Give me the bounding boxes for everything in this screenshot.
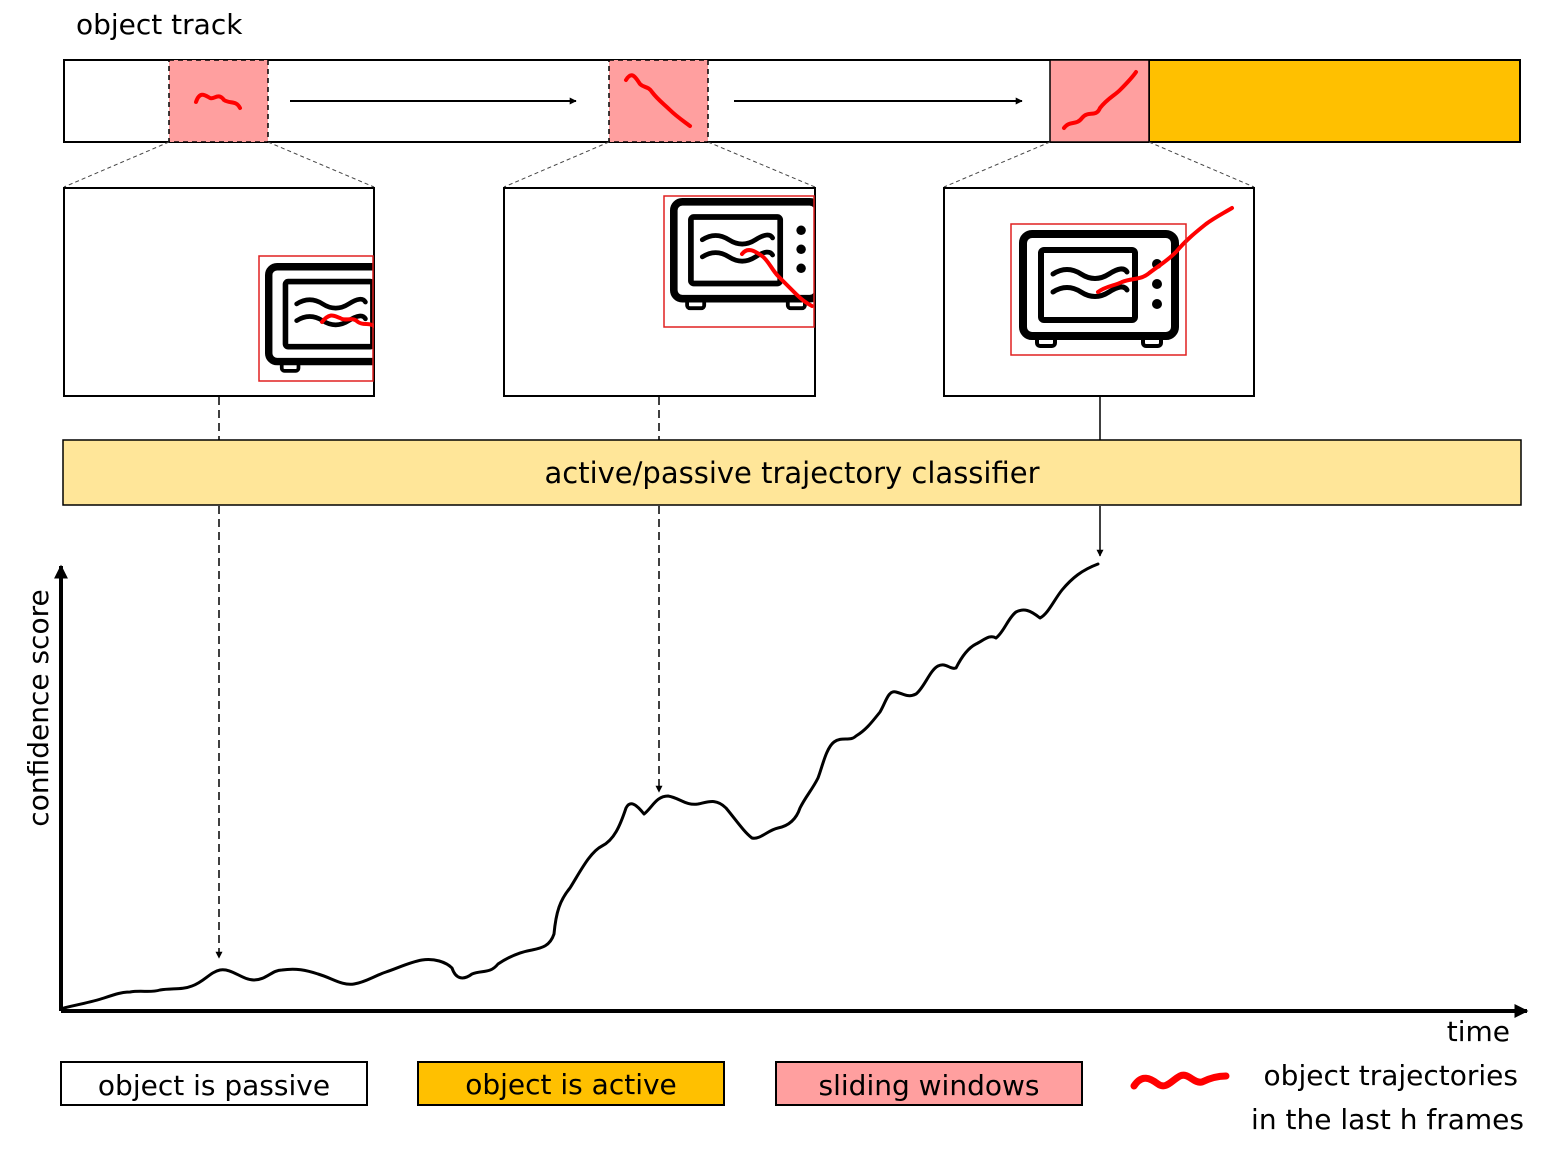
classifier-label: active/passive trajectory classifier — [545, 456, 1040, 490]
frame-3 — [943, 187, 1255, 397]
frame-2 — [503, 187, 816, 397]
trajectory-legend-icon — [1130, 1071, 1230, 1090]
legend-windows-label: sliding windows — [819, 1069, 1040, 1102]
frame-3-trajectory — [1096, 206, 1234, 294]
classifier-block: active/passive trajectory classifier — [62, 439, 1522, 506]
legend-active-label: object is active — [465, 1068, 677, 1101]
legend-passive-label: object is passive — [98, 1069, 330, 1102]
window-2-trajectory — [624, 73, 692, 128]
legend-windows: sliding windows — [775, 1061, 1083, 1106]
legend-trajectories-line1: object trajectories — [1264, 1059, 1518, 1092]
classifier-links — [215, 397, 1104, 959]
frame-1 — [63, 187, 375, 397]
confidence-curve — [62, 562, 1100, 1010]
legend-trajectories: object trajectories in the last h frames — [1130, 1059, 1524, 1136]
x-axis-label: time — [1447, 1015, 1510, 1048]
sliding-window-1 — [168, 59, 269, 143]
legend: object is passive object is active slidi… — [60, 1059, 1524, 1136]
legend-active: object is active — [417, 1061, 725, 1106]
zoom-connectors — [63, 141, 1255, 188]
frame-2-trajectory — [740, 248, 814, 308]
object-track — [63, 59, 1521, 143]
confidence-plot: confidence score time — [22, 562, 1529, 1048]
legend-passive: object is passive — [60, 1061, 368, 1106]
window-1-trajectory — [194, 92, 242, 110]
window-3-trajectory — [1062, 70, 1138, 130]
frame-1-crop-box — [258, 255, 374, 382]
active-segment — [1148, 59, 1521, 143]
frame-1-trajectory — [320, 313, 374, 328]
frame-2-crop-box — [663, 195, 815, 328]
legend-trajectories-line2: in the last h frames — [1251, 1103, 1524, 1136]
y-axis-label: confidence score — [22, 589, 55, 826]
frame-3-crop-box — [1010, 223, 1187, 356]
track-label: object track — [76, 8, 243, 41]
